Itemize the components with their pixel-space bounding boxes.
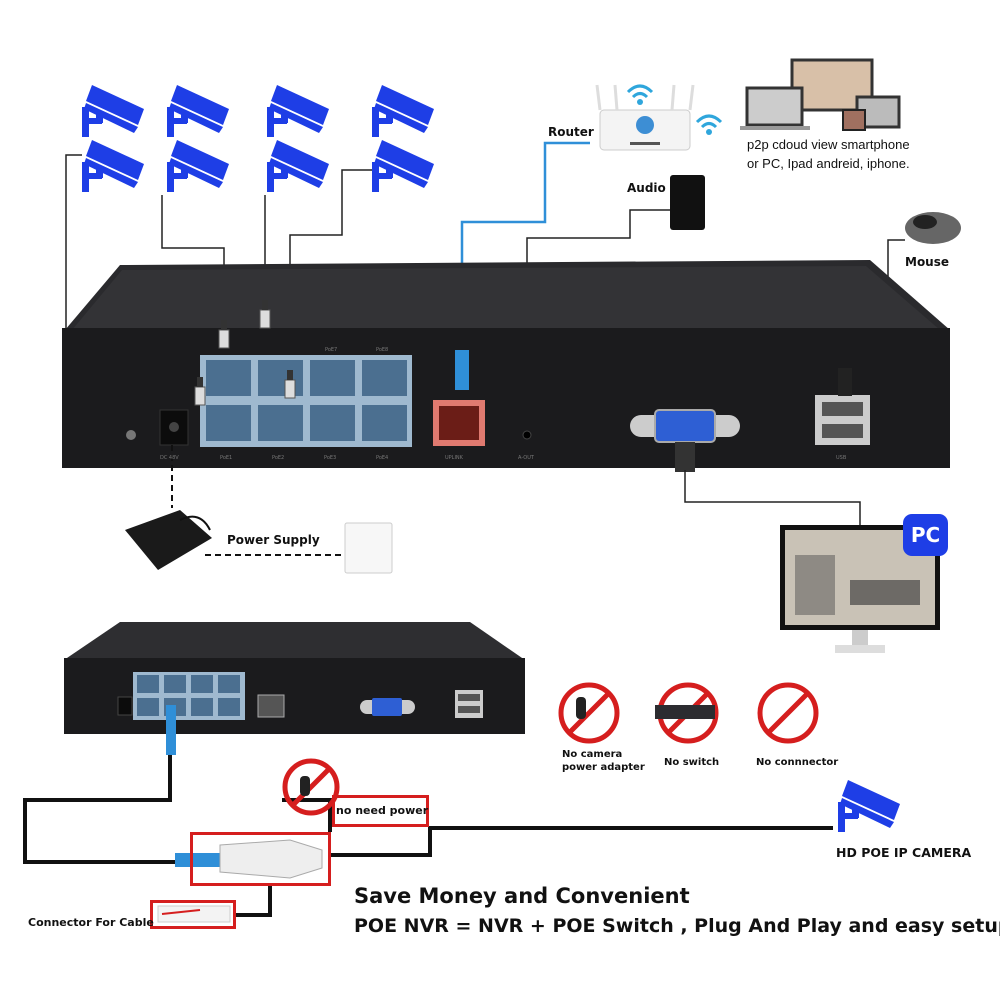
power-adapter-icon <box>125 510 212 570</box>
no-camera-adapter-label-2: power adapter <box>562 762 645 773</box>
port-label-poe3: PoE3 <box>324 455 337 461</box>
connector-for-cable-label: Connector For Cable <box>28 916 154 929</box>
monitor-icon <box>780 525 940 653</box>
wall-outlet-icon <box>344 522 393 574</box>
small-connector-box <box>150 900 236 929</box>
vga-port <box>654 409 716 443</box>
router-label: Router <box>548 125 594 139</box>
ip-camera-icon <box>82 85 144 137</box>
port-label-uplink: UPLINK <box>445 455 463 461</box>
mouse-label: Mouse <box>905 255 950 269</box>
connector-highlight-box <box>190 832 331 886</box>
audio-label: Audio <box>627 181 666 195</box>
port-label-poe2: PoE2 <box>272 455 285 461</box>
ip-camera-icon <box>167 140 229 192</box>
nvr-unit <box>62 260 950 472</box>
port-label-aout: A-OUT <box>518 455 534 461</box>
hd-poe-camera-label: HD POE IP CAMERA <box>836 845 972 860</box>
headline-line1: Save Money and Convenient <box>354 884 690 908</box>
ip-camera-icon <box>267 85 329 137</box>
power-supply-label: Power Supply <box>227 533 320 547</box>
port-label-dc: DC 48V <box>160 455 179 461</box>
ip-camera-icon <box>267 140 329 192</box>
port-label-poe4: PoE4 <box>376 455 389 461</box>
ip-camera-icon <box>167 85 229 137</box>
no-connector-label: No connnector <box>756 757 839 768</box>
devices-icon <box>740 58 901 131</box>
ip-camera-icon <box>372 85 434 137</box>
speaker-icon <box>670 175 705 230</box>
p2p-text-line1: p2p cdoud view smartphone <box>747 137 910 152</box>
port-label-poe1: PoE1 <box>220 455 233 461</box>
router-icon <box>595 84 695 151</box>
connector-small <box>157 905 231 923</box>
p2p-text-line2: or PC, Ipad andreid, iphone. <box>747 156 910 171</box>
pc-badge: PC <box>903 514 948 556</box>
no-need-power-label: no need power <box>336 804 429 817</box>
port-label-usb: USB <box>836 455 847 461</box>
nvr-unit-small <box>64 622 525 755</box>
cable-connector <box>175 839 323 879</box>
no-need-power-box <box>332 795 429 827</box>
headline-line2: POE NVR = NVR + POE Switch , Plug And Pl… <box>354 915 1000 937</box>
ip-camera-icon <box>82 140 144 192</box>
ip-camera-icon <box>838 780 900 832</box>
no-switch-label: No switch <box>664 757 720 768</box>
wifi-icon <box>626 84 723 129</box>
prohibited-icon <box>282 682 819 816</box>
no-camera-adapter-label-1: No camera <box>562 749 623 760</box>
ip-camera-icon <box>372 140 434 192</box>
port-label-poe7: PoE7 <box>325 347 338 353</box>
vga-cable <box>684 470 861 525</box>
port-label-poe8: PoE8 <box>376 347 389 353</box>
